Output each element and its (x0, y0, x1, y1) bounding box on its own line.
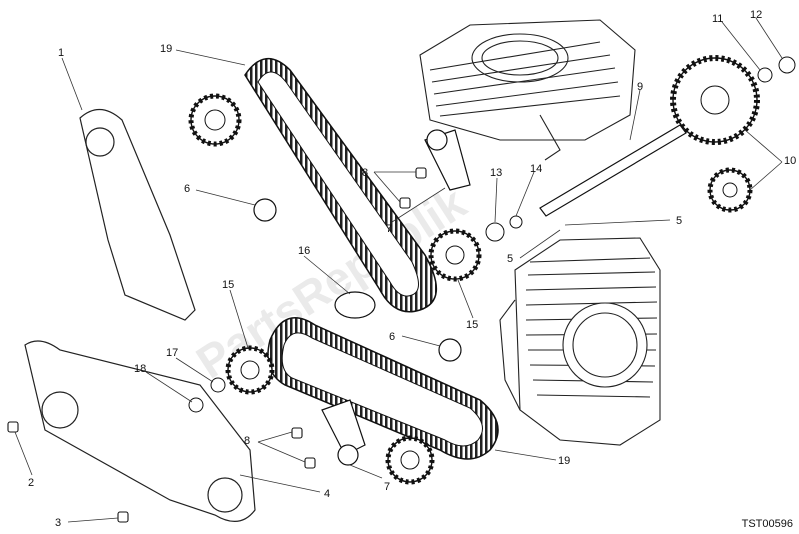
callout-17: 17 (166, 347, 178, 359)
callout-labels: 1 2 3 4 5 5 6 6 7 7 8 8 9 10 11 12 13 14… (28, 9, 796, 529)
callout-5-mid: 5 (507, 253, 513, 265)
washer-16 (334, 291, 376, 319)
washer-17 (210, 377, 226, 393)
ring-14 (509, 215, 523, 229)
callout-11: 11 (712, 13, 723, 25)
pulley-upper-left (188, 93, 242, 147)
callout-16: 16 (298, 245, 310, 257)
callout-5-right: 5 (676, 215, 682, 227)
cylinder-head-upper (419, 19, 636, 161)
tensioner-upper (424, 129, 471, 191)
cylinder-head-lower (499, 237, 661, 446)
pulley-middle (428, 228, 482, 282)
tensioner-lower (321, 399, 366, 466)
shaft (539, 124, 687, 217)
callout-18: 18 (134, 363, 146, 375)
callout-6-lower: 6 (389, 331, 395, 343)
camshaft-gear-large (670, 55, 760, 145)
pulley-lower-right (385, 435, 435, 485)
spacer-6-lower (438, 338, 462, 362)
washer-13 (485, 222, 505, 242)
callout-1: 1 (58, 47, 64, 59)
callout-19-top: 19 (160, 43, 172, 55)
nut-18 (188, 397, 204, 413)
reference-code: TST00596 (741, 518, 793, 530)
callout-14: 14 (530, 163, 542, 175)
callout-15-mid: 15 (466, 319, 478, 331)
camshaft-gear-small (707, 167, 753, 213)
callout-7-lower: 7 (384, 481, 390, 493)
callout-19-bottom: 19 (558, 455, 570, 467)
callout-10: 10 (784, 155, 796, 167)
callout-8-lower: 8 (244, 435, 250, 447)
callout-15-left: 15 (222, 279, 234, 291)
callout-7-upper: 7 (386, 223, 392, 235)
bolts (7, 167, 427, 523)
lower-belt-cover (24, 340, 256, 522)
callout-12: 12 (750, 9, 762, 21)
callout-2: 2 (28, 477, 34, 489)
callout-4: 4 (324, 488, 330, 500)
washer-11 (757, 67, 773, 83)
spacer-6-upper (253, 198, 277, 222)
leader-lines (14, 17, 783, 523)
callout-8-upper: 8 (362, 167, 368, 179)
outer-belt-cover (79, 108, 196, 321)
callout-6-upper: 6 (184, 183, 190, 195)
callout-13: 13 (490, 167, 502, 179)
callout-9: 9 (637, 81, 643, 93)
nut-12 (778, 56, 796, 74)
pulley-lower-left (225, 345, 275, 395)
callout-3: 3 (55, 517, 61, 529)
